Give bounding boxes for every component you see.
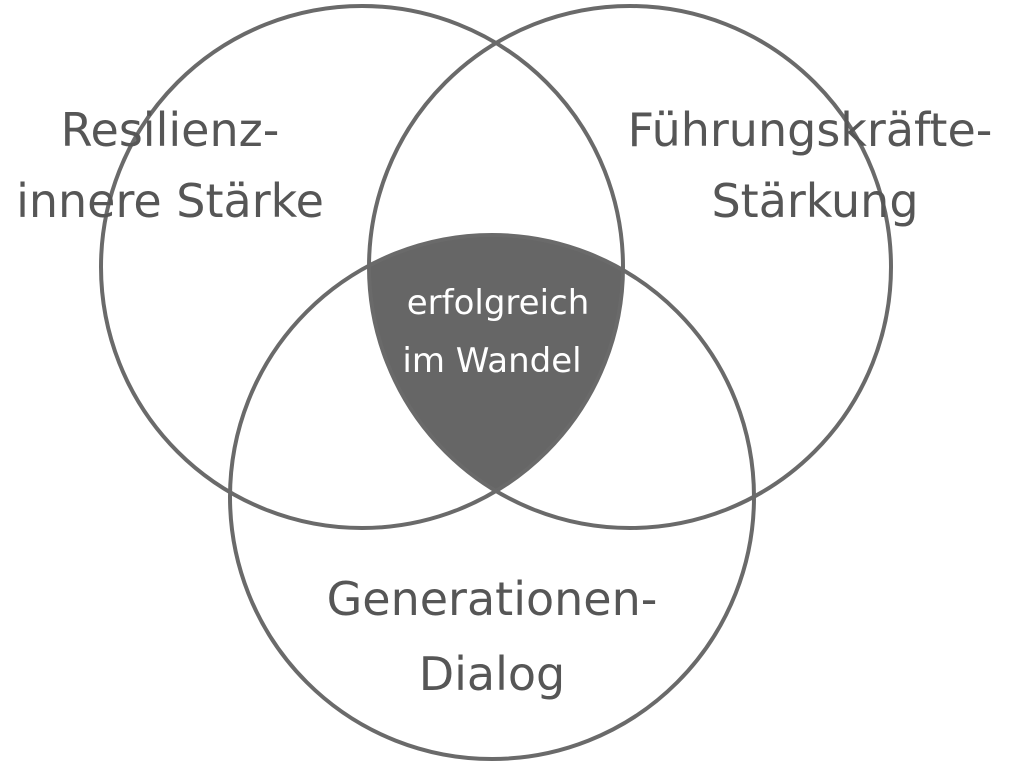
circle-generationen <box>228 233 756 761</box>
label-resilienz-1: Resilienz- <box>61 103 280 157</box>
center-label-2: im Wandel <box>402 341 581 381</box>
label-fuehrung-1: Führungskräfte- <box>628 103 993 157</box>
circle-resilienz <box>99 4 625 530</box>
label-fuehrung-2: Stärkung <box>711 174 918 228</box>
label-generationen-1: Generationen- <box>327 572 658 626</box>
label-generationen-2: Dialog <box>419 647 566 701</box>
center-label-1: erfolgreich <box>407 283 590 323</box>
label-resilienz-2: innere Stärke <box>16 174 324 228</box>
